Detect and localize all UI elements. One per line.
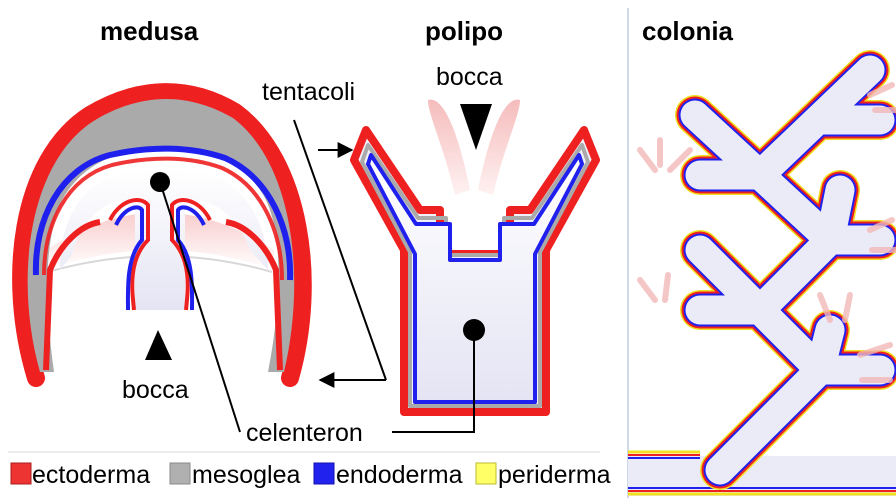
legend: ectoderma mesoglea endoderma periderma <box>11 461 611 489</box>
legend-label-ectoderma: ectoderma <box>32 461 150 489</box>
polipo-mouth-opening <box>452 201 498 250</box>
legend-swatch-endoderma <box>314 463 334 484</box>
legend-swatch-mesoglea <box>170 463 190 484</box>
medusa-figure <box>21 92 303 378</box>
colonia-branches <box>640 70 896 470</box>
legend-swatch-periderma <box>476 463 496 484</box>
colonia-figure <box>628 8 896 498</box>
label-bocca-polipo: bocca <box>436 63 503 91</box>
title-colonia: colonia <box>642 16 734 46</box>
label-tentacoli: tentacoli <box>262 78 355 106</box>
legend-label-periderma: periderma <box>498 461 611 489</box>
label-bocca-medusa: bocca <box>122 376 189 404</box>
legend-label-mesoglea: mesoglea <box>192 461 300 489</box>
medusa-mouth-arrow <box>145 330 172 360</box>
title-polipo: polipo <box>425 16 503 46</box>
legend-swatch-ectoderma <box>11 463 31 484</box>
label-celenteron: celenteron <box>246 419 363 447</box>
polipo-mouth-arrow <box>460 104 492 150</box>
legend-label-endoderma: endoderma <box>336 461 463 489</box>
title-medusa: medusa <box>100 16 199 46</box>
